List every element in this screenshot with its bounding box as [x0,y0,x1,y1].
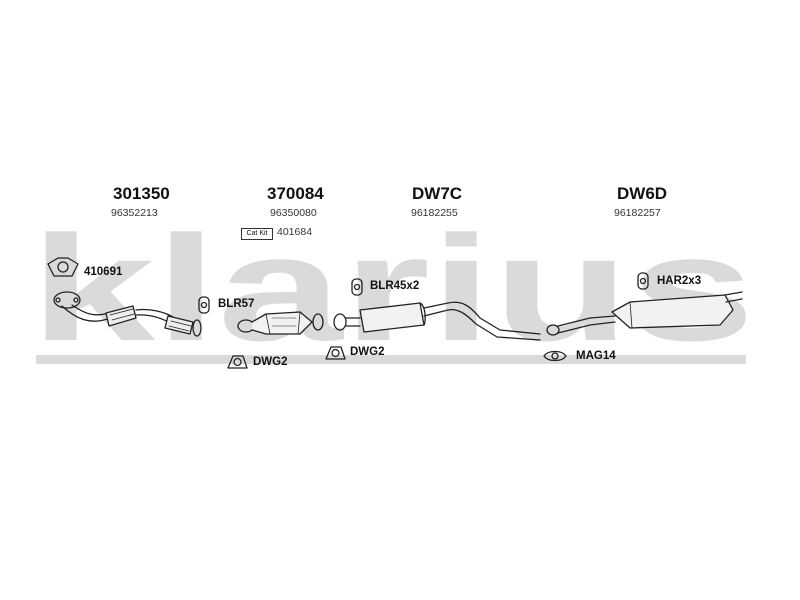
ref-number-center-silencer: 96182255 [411,207,458,219]
rear-silencer [546,291,743,336]
accessory-label: BLR45x2 [370,280,420,292]
ref-number-catalytic-converter: 96350080 [270,207,317,219]
gasket-icon [325,346,346,360]
accessory-label: BLR57 [218,298,255,310]
part-number-center-silencer: DW7C [412,184,463,203]
accessory-label: DWG2 [253,356,288,368]
accessory-label: MAG14 [576,350,616,362]
cat-kit-number: 401684 [277,226,313,238]
clamp-icon [543,350,567,362]
rubber-hanger-icon [351,278,363,296]
gasket-icon [47,257,79,277]
cat-kit-badge: Cat Kit [241,228,273,240]
rubber-hanger-icon [637,272,649,290]
ref-number-front-pipe: 96352213 [111,207,158,219]
gasket-icon [227,355,248,369]
accessory-label: HAR2x3 [657,275,702,287]
accessory-label: 410691 [84,266,123,278]
watermark-text: klarius [30,204,755,372]
part-number-catalytic-converter: 370084 [267,184,324,203]
ref-number-rear-silencer: 96182257 [614,207,661,219]
catalytic-converter [237,311,324,335]
accessory-label: DWG2 [350,346,385,358]
front-pipe [53,291,202,337]
center-silencer [333,301,541,341]
part-number-rear-silencer: DW6D [617,184,668,203]
rubber-hanger-icon [198,296,210,314]
part-number-front-pipe: 301350 [113,184,170,203]
